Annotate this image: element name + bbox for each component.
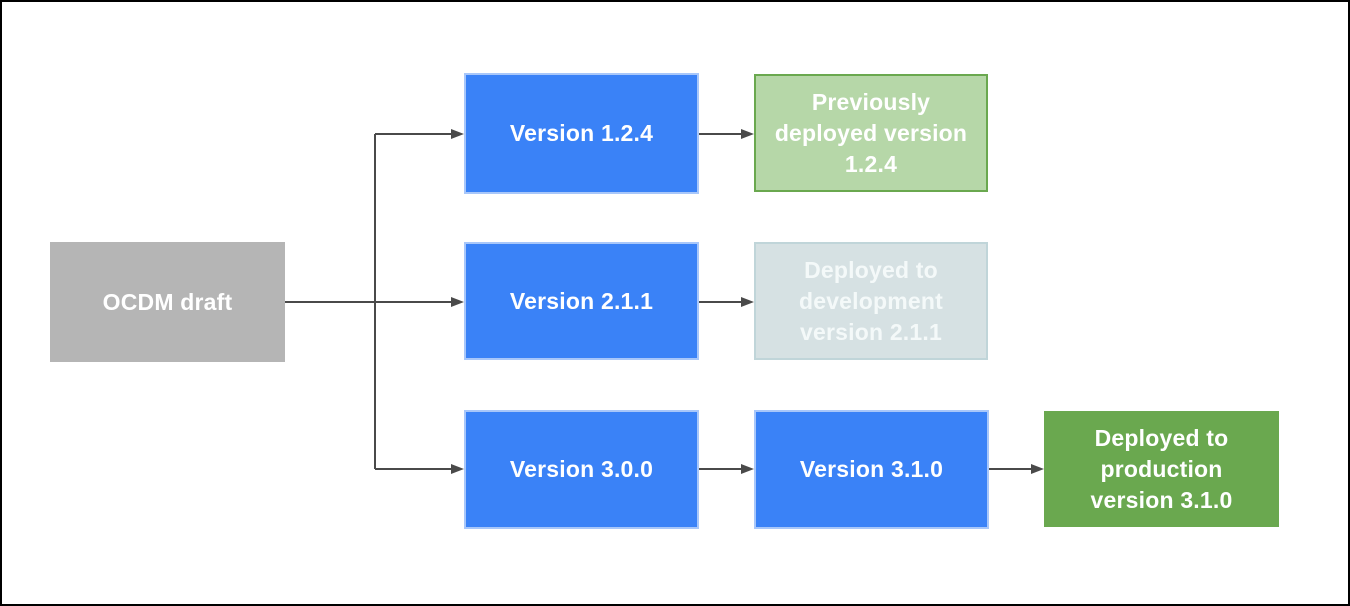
node-previously-deployed-1-2-4-label: Previously deployed version 1.2.4 (774, 88, 968, 177)
node-version-3-1-0: Version 3.1.0 (754, 410, 989, 529)
node-version-3-0-0: Version 3.0.0 (464, 410, 699, 529)
node-deployed-development-2-1-1: Deployed to development version 2.1.1 (754, 242, 988, 360)
arrowhead-prev (741, 129, 754, 139)
arrowhead-v310 (741, 464, 754, 474)
arrowhead-v211 (451, 297, 464, 307)
node-version-1-2-4: Version 1.2.4 (464, 73, 699, 194)
node-version-3-0-0-label: Version 3.0.0 (509, 456, 654, 482)
node-version-1-2-4-label: Version 1.2.4 (509, 120, 654, 146)
node-deployed-development-2-1-1-label: Deployed to development version 2.1.1 (798, 256, 944, 345)
arrowhead-dev (741, 297, 754, 307)
node-version-3-1-0-label: Version 3.1.0 (799, 456, 944, 482)
arrowhead-v124 (451, 129, 464, 139)
arrowhead-v300 (451, 464, 464, 474)
node-ocdm-draft: OCDM draft (50, 242, 285, 362)
node-deployed-production-3-1-0-label: Deployed to production version 3.1.0 (1090, 424, 1233, 513)
node-ocdm-draft-label: OCDM draft (102, 288, 233, 315)
node-previously-deployed-1-2-4: Previously deployed version 1.2.4 (754, 74, 988, 192)
node-version-2-1-1-label: Version 2.1.1 (509, 287, 654, 314)
node-version-2-1-1: Version 2.1.1 (464, 242, 699, 360)
node-deployed-production-3-1-0: Deployed to production version 3.1.0 (1044, 411, 1279, 527)
arrowhead-prod (1031, 464, 1044, 474)
